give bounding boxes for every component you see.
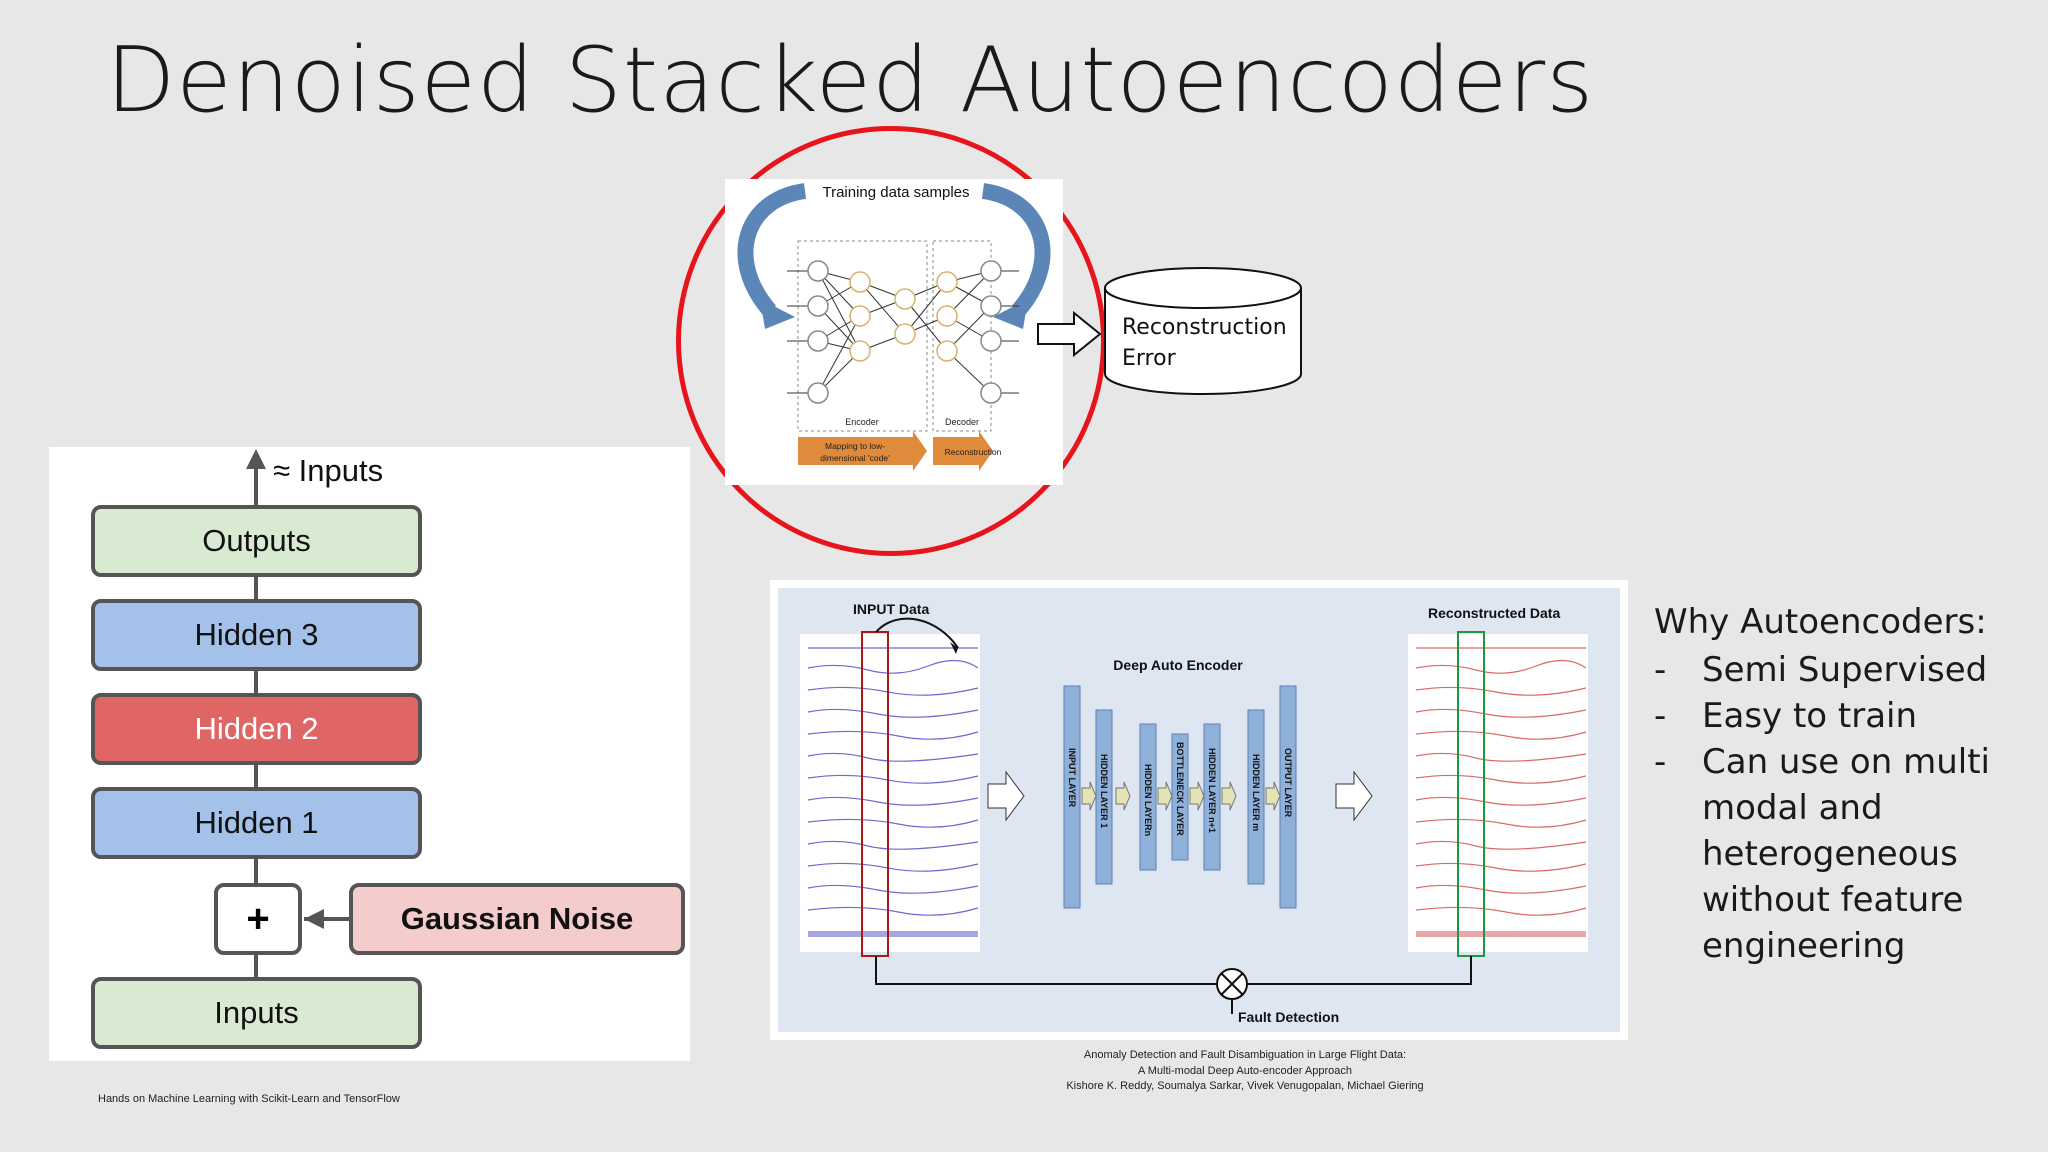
layer-label-output: OUTPUT LAYER xyxy=(1283,748,1293,818)
decoder-label: Decoder xyxy=(945,417,979,427)
bullet-dash: - xyxy=(1654,742,1667,782)
deep-auto-encoder-label: Deep Auto Encoder xyxy=(1113,657,1243,673)
encoder-decoder-diagram: Training data samples xyxy=(725,179,1063,485)
bullet-text: Can use on multi modal and heterogeneous… xyxy=(1702,742,1990,966)
caption-line-2: A Multi-modal Deep Auto-encoder Approach xyxy=(1137,1064,1353,1077)
reconstruction-arrow-label: Reconstruction xyxy=(945,447,1002,457)
right-arrow-icon xyxy=(1037,310,1102,358)
caption-line-3: Kishore K. Reddy, Soumalya Sarkar, Vivek… xyxy=(1066,1080,1424,1092)
left-arrow-icon xyxy=(304,909,324,929)
mapping-label-1: Mapping to low- xyxy=(825,441,885,451)
fault-detection-label: Fault Detection xyxy=(1238,1009,1339,1025)
layer-label-hidden-n: HIDDEN LAYERn xyxy=(1143,764,1153,836)
training-data-label: Training data samples xyxy=(822,184,969,201)
hidden-1-layer: Hidden 1 xyxy=(91,787,422,859)
cylinder-line-2: Error xyxy=(1122,346,1176,371)
stacked-autoencoder-diagram: ≈ Inputs Outputs Hidden 3 Hidden 2 Hidde… xyxy=(49,447,690,1061)
bullet-dash: - xyxy=(1654,650,1667,690)
bullet-dash: - xyxy=(1654,696,1667,736)
mapping-label-2: dimensional 'code' xyxy=(820,453,890,463)
inputs-layer: Inputs xyxy=(91,977,422,1049)
fault-diagram-background: INPUT Data Reconstructed Data Deep Auto … xyxy=(778,588,1620,1032)
approx-inputs-label: ≈ Inputs xyxy=(273,453,384,488)
bullet-text: Semi Supervised xyxy=(1702,650,1988,690)
network-graphic: Training data samples xyxy=(737,183,1051,471)
outputs-layer: Outputs xyxy=(91,505,422,577)
noise-arrow-shaft xyxy=(304,917,358,921)
hidden-3-layer: Hidden 3 xyxy=(91,599,422,671)
why-autoencoders-title: Why Autoencoders: xyxy=(1654,602,1987,642)
up-arrow-icon xyxy=(246,449,266,469)
bullet-item: -Semi Supervised xyxy=(1654,647,2002,693)
input-data-label: INPUT Data xyxy=(853,601,929,617)
fault-detection-diagram: INPUT Data Reconstructed Data Deep Auto … xyxy=(770,580,1628,1040)
layer-label-input: INPUT LAYER xyxy=(1067,748,1077,808)
caption-line-1: Anomaly Detection and Fault Disambiguati… xyxy=(1083,1049,1407,1061)
connector xyxy=(254,765,258,789)
plus-operator: + xyxy=(214,883,302,955)
connector xyxy=(254,671,258,695)
slide-title: Denoised Stacked Autoencoders xyxy=(106,28,1595,133)
connector xyxy=(254,577,258,601)
gaussian-noise-box: Gaussian Noise xyxy=(349,883,685,955)
encoder-label: Encoder xyxy=(845,417,879,427)
hidden-2-layer: Hidden 2 xyxy=(91,693,422,765)
reconstruction-error-cylinder xyxy=(1104,267,1302,395)
layer-label-hidden-n-plus-1: HIDDEN LAYER n+1 xyxy=(1207,748,1217,833)
fault-graphic: INPUT Data Reconstructed Data Deep Auto … xyxy=(800,601,1588,1025)
connector xyxy=(254,859,258,883)
layer-label-bottleneck: BOTTLENECK LAYER xyxy=(1175,742,1185,836)
bullet-item: -Easy to train xyxy=(1654,693,2002,739)
left-source-caption: Hands on Machine Learning with Scikit-Le… xyxy=(98,1093,400,1105)
bullet-item: -Can use on multi modal and heterogeneou… xyxy=(1654,739,2002,969)
layer-label-hidden-m: HIDDEN LAYER m xyxy=(1251,754,1261,831)
output-arrow-shaft xyxy=(254,465,258,507)
reconstruction-error-label: Reconstruction Error xyxy=(1122,312,1287,374)
layer-label-hidden-1: HIDDEN LAYER 1 xyxy=(1099,754,1109,828)
connector xyxy=(254,953,258,977)
cylinder-line-1: Reconstruction xyxy=(1122,315,1287,340)
center-source-caption: Anomaly Detection and Fault Disambiguati… xyxy=(985,1048,1505,1095)
bullet-text: Easy to train xyxy=(1702,696,1918,736)
highlight-circle xyxy=(676,126,1106,556)
reconstructed-data-label: Reconstructed Data xyxy=(1428,605,1560,621)
